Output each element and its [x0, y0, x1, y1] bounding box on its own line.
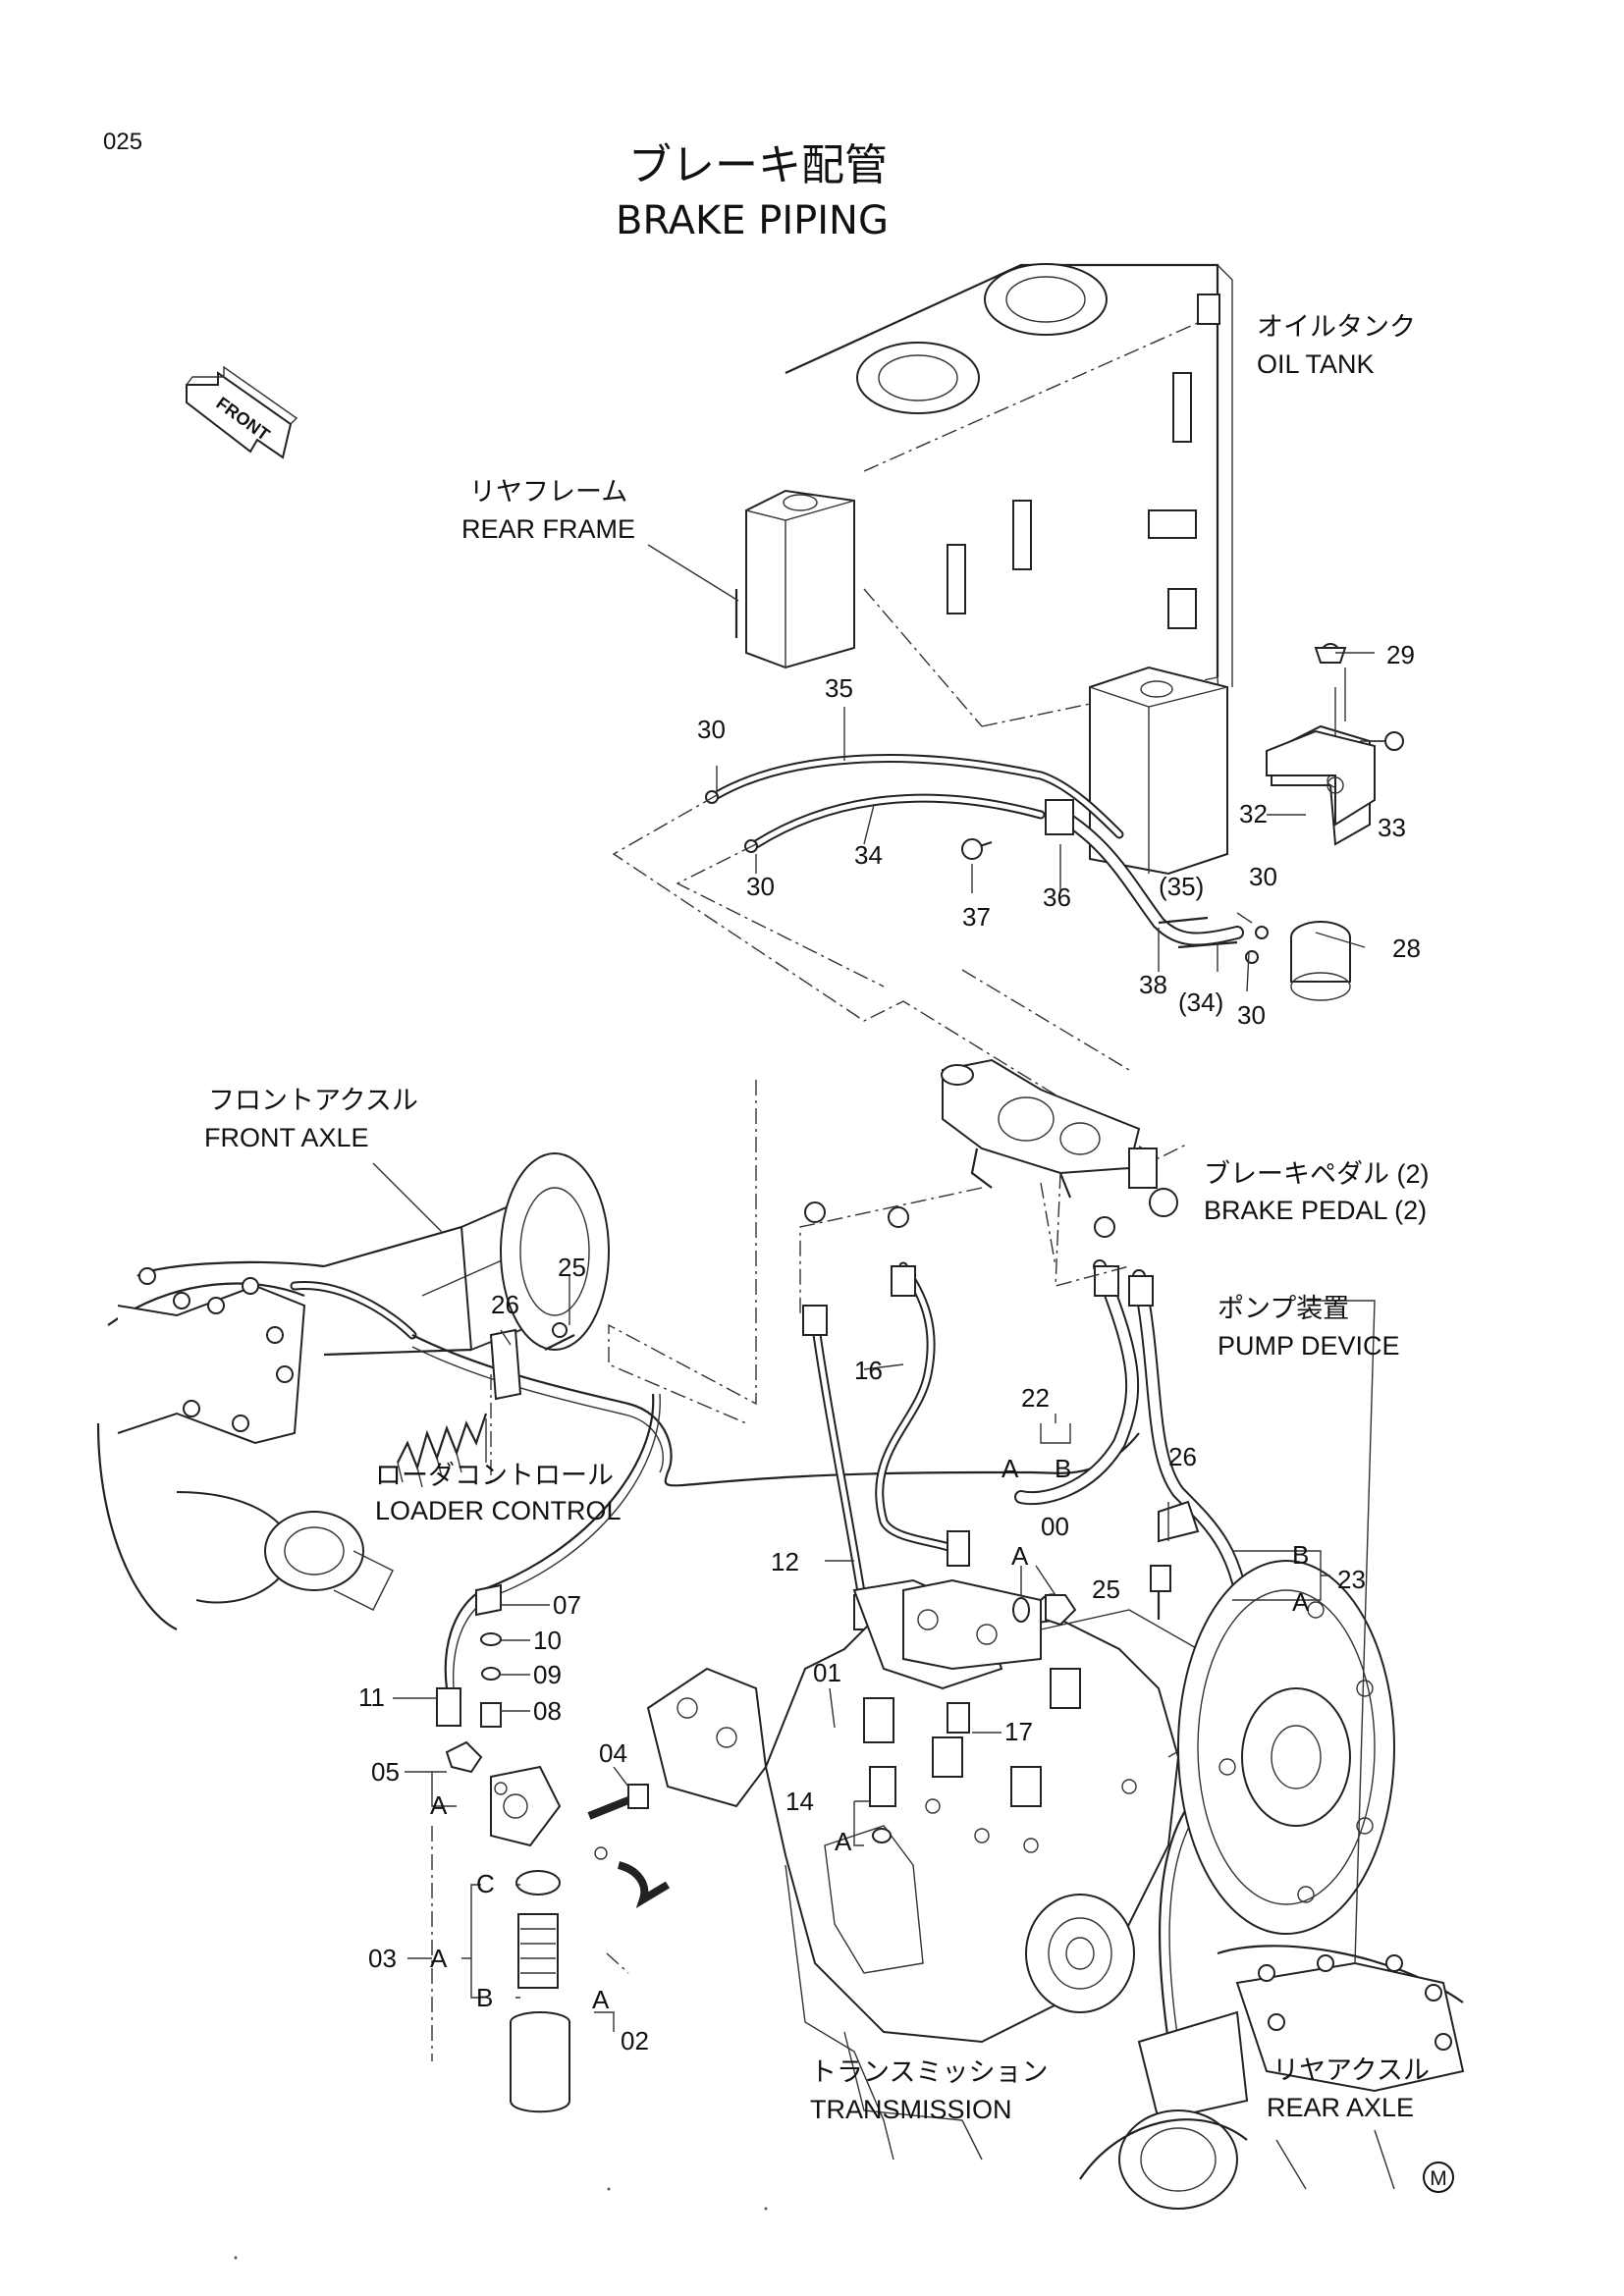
label-loader-control-jp: ローダコントロール: [375, 1461, 614, 1490]
m-mark: M: [1423, 2162, 1454, 2193]
page-code: 025: [103, 129, 142, 155]
letter-a-22: A: [1001, 1454, 1019, 1483]
part-number-23: 23: [1337, 1565, 1366, 1594]
part-number-09: 09: [533, 1660, 562, 1689]
m-mark-letter: M: [1430, 2167, 1447, 2190]
part-number-05: 05: [371, 1757, 400, 1787]
return-hoses: [705, 754, 1269, 964]
label-brake-pedal-en: BRAKE PEDAL (2): [1204, 1196, 1427, 1225]
part-number-08: 08: [533, 1696, 562, 1726]
label-front-axle-jp: フロントアクスル: [208, 1086, 418, 1115]
bracket-and-bolts: [1266, 667, 1376, 827]
label-loader-control-en: LOADER CONTROL: [375, 1496, 622, 1525]
title-english: BRAKE PIPING: [616, 198, 889, 243]
part-number-22: 22: [1021, 1383, 1050, 1413]
part-number-04: 04: [599, 1738, 627, 1768]
brake-pedal-valve-drawing: [941, 1058, 1178, 1217]
label-rear-frame-jp: リヤフレーム: [469, 477, 627, 507]
rear-frame-drawing: [734, 489, 1228, 876]
part-number-01: 01: [813, 1658, 841, 1687]
letter-a-03: A: [430, 1944, 448, 1973]
letter-c-03: C: [476, 1869, 495, 1898]
leader-loop-upper: [612, 794, 1189, 1159]
front-axle-drawing: [96, 1152, 610, 1630]
letter-a-23: A: [1292, 1587, 1310, 1617]
part-number-26-left: 26: [491, 1290, 519, 1319]
part-number-35: 35: [825, 673, 853, 703]
pump-transmission-drawing: [646, 1560, 1395, 2161]
label-brake-pedal-jp: ブレーキペダル (2): [1204, 1159, 1430, 1189]
part-number-26-right: 26: [1168, 1442, 1197, 1471]
part-number-30-d: 30: [1237, 1000, 1266, 1030]
filter-assembly-drawing: [445, 1565, 1171, 2113]
letter-b-03: B: [476, 1983, 493, 2012]
part-number-32: 32: [1239, 799, 1268, 828]
part-number-36: 36: [1043, 882, 1071, 912]
part-number-17: 17: [1004, 1717, 1033, 1746]
loader-control-drawing: [397, 1374, 492, 1488]
part-number-00: 00: [1041, 1512, 1069, 1541]
label-transmission-jp: トランスミッション: [810, 2057, 1048, 2087]
part-number-37: 37: [962, 902, 991, 932]
letter-a-02: A: [592, 1985, 610, 2014]
label-pump-device-en: PUMP DEVICE: [1218, 1331, 1400, 1361]
label-front-axle-en: FRONT AXLE: [204, 1123, 369, 1152]
label-oil-tank-en: OIL TANK: [1257, 349, 1375, 379]
part-number-30-b: 30: [746, 872, 775, 901]
brake-lines: [411, 1201, 1257, 2066]
part-number-07: 07: [553, 1590, 581, 1620]
part-number-28: 28: [1392, 934, 1421, 963]
part-number-02: 02: [621, 2026, 649, 2056]
title-japanese: ブレーキ配管: [628, 140, 888, 190]
part-number-33: 33: [1378, 813, 1406, 842]
part-number-16: 16: [854, 1356, 883, 1385]
label-oil-tank-jp: オイルタンク: [1257, 312, 1416, 342]
part-number-30-c: 30: [1249, 862, 1277, 891]
label-rear-axle-jp: リヤアクスル: [1272, 2056, 1430, 2085]
part-number-34-ref: (34): [1178, 988, 1223, 1017]
rear-axle-drawing: [1079, 1945, 1465, 2210]
letter-b-22: B: [1055, 1454, 1071, 1483]
letter-a-14: A: [835, 1827, 852, 1856]
part-number-10: 10: [533, 1626, 562, 1655]
letter-b-23: B: [1292, 1540, 1309, 1570]
part-number-29: 29: [1386, 640, 1415, 669]
letter-a-00: A: [1011, 1541, 1029, 1571]
part-number-25-upper: 25: [558, 1253, 586, 1282]
front-arrow: FRONT: [186, 365, 298, 459]
label-rear-frame-en: REAR FRAME: [461, 514, 635, 544]
part-number-35-ref: (35): [1159, 872, 1204, 901]
part-number-14: 14: [785, 1787, 814, 1816]
leader-lines: [372, 544, 1384, 2032]
part-number-38: 38: [1139, 970, 1167, 999]
part-number-12: 12: [771, 1547, 799, 1576]
part-number-03: 03: [368, 1944, 397, 1973]
part-number-25-lower: 25: [1092, 1575, 1120, 1604]
letter-a-05: A: [430, 1790, 448, 1820]
label-transmission-en: TRANSMISSION: [810, 2095, 1012, 2124]
label-pump-device-jp: ポンプ装置: [1218, 1294, 1349, 1323]
label-rear-axle-en: REAR AXLE: [1267, 2093, 1414, 2122]
part-number-34: 34: [854, 840, 883, 870]
part-number-30-a: 30: [697, 715, 726, 744]
part-number-11: 11: [358, 1682, 385, 1712]
